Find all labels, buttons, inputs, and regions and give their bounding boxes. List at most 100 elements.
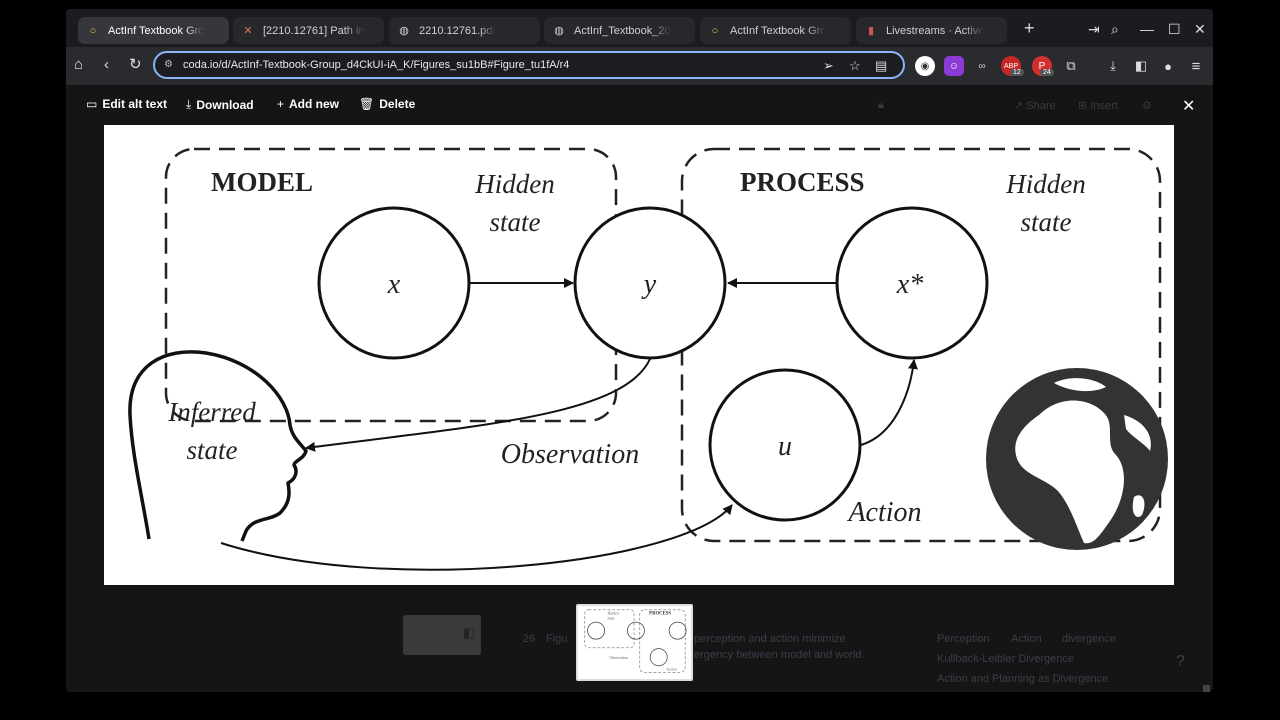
reload-icon[interactable]: ↻ [129,56,142,73]
tab-livestreams[interactable]: ▮ Livestreams · Active [856,17,1007,44]
thumb-hidden: Hidden [607,612,618,616]
thumb-node-x [587,621,606,640]
edit-alt-text-label: Edit alt text [102,97,168,111]
arrow-u-to-xstar [860,359,918,446]
delete-label: Delete [379,97,416,111]
thumb-model-boundary [584,609,635,649]
download-icon: ⤓ [186,97,192,111]
insert-ghost: ⊞ Insert [1078,99,1118,112]
download-icon[interactable]: ⤓ [1110,58,1116,73]
caption-line-2: ergency between model and world. [694,649,865,661]
browser-window: ○ ActInf Textbook Gro ✕ [2210.12761] Pat… [66,9,1213,692]
thumb-node-xstar [668,621,687,640]
insert-label: Insert [1090,100,1118,112]
process-label: PROCESS [740,167,865,197]
reading-mode-icon[interactable]: ▤ [875,58,888,73]
extension-badge: 12 [1010,69,1024,76]
plus-icon: + [277,97,285,111]
extension-mask-icon[interactable]: ∞ [978,60,986,72]
extensions-puzzle-icon[interactable]: ⧉ [1066,58,1076,73]
node-y [573,206,727,360]
home-icon[interactable]: ⌂ [74,56,84,73]
livestream-icon: ▮ [867,25,875,37]
hidden-state-right-line2: state [1021,207,1072,237]
image-viewer-toolbar: ▭ Edit alt text ⤓ Download + Add new 🗑︎ … [66,85,1213,125]
inferred-state-line2: state [187,435,238,465]
close-window-button[interactable]: ✕ [1194,21,1206,37]
thumb-state: state [607,616,614,620]
tab-strip: ○ ActInf Textbook Gro ✕ [2210.12761] Pat… [66,9,1213,47]
tab-arxiv-abstract[interactable]: ✕ [2210.12761] Path in [233,17,384,44]
hidden-state-right-line1: Hidden [1005,169,1085,199]
address-bar[interactable]: ⚙ coda.io/d/ActInf-Textbook-Group_d4CkUI… [153,51,905,79]
download-button[interactable]: ⤓ Download [186,97,254,112]
close-viewer-button[interactable]: ✕ [1182,98,1196,115]
attachment-icon: ◧ [462,625,475,640]
link-action-planning: Action and Planning as Divergence [937,673,1109,685]
menu-icon[interactable]: ≡ [1191,57,1201,75]
thumb-observation: Observation [609,656,628,660]
side-panel-icon[interactable]: ◧ [1134,58,1148,73]
globe-icon: ◍ [554,25,564,37]
caption-line-1: perception and action minimize [694,633,846,645]
trash-icon: 🗑︎ [359,97,375,111]
site-info-icon[interactable]: ⚙ [164,59,173,70]
tab-actinf-textbook-group[interactable]: ○ ActInf Textbook Gro [78,17,229,44]
node-xstar-label: x* [896,269,923,300]
extension-badge: 24 [1040,69,1054,76]
link-kl-divergence: Kullback-Leibler Divergence [937,653,1074,665]
action-label: Action [846,497,921,528]
tab-actinf-textbook-group-2[interactable]: ○ ActInf Textbook Gro [700,17,851,44]
extension-twitch-icon[interactable]: ☺ [944,56,964,76]
share-ghost: ↗ Share [1014,99,1056,112]
page-content: ▭ Edit alt text ⤓ Download + Add new 🗑︎ … [66,85,1213,692]
node-x-label: x [387,269,401,300]
send-icon[interactable]: ➢ [823,58,834,73]
url-text: coda.io/d/ActInf-Textbook-Group_d4CkUI-i… [183,59,570,71]
add-new-button[interactable]: + Add new [277,97,339,111]
figure-image: MODEL PROCESS Hidden state Hidden state … [104,125,1174,585]
tab-title: ActInf Textbook Gro [108,24,205,37]
thumb-process: PROCESS [649,612,671,617]
minimize-button[interactable]: — [1140,21,1154,37]
share-icon: ↗ [1014,100,1027,112]
tab-search-icon[interactable]: ⇥ [1088,21,1100,37]
maximize-button[interactable]: ☐ [1168,21,1181,37]
bookmark-star-icon[interactable]: ☆ [849,58,861,73]
navigation-bar: ⌂ ‹ ↻ ⚙ coda.io/d/ActInf-Textbook-Group_… [66,47,1213,85]
tab-title: Livestreams · Active [886,24,985,37]
observation-label: Observation [501,439,639,470]
edit-alt-text-button[interactable]: ▭ Edit alt text [86,97,167,111]
tab-title: [2210.12761] Path in [263,24,365,37]
tag-perception: Perception [937,633,990,645]
thumb-action: Action [666,667,676,671]
extension-1-icon[interactable]: ◉ [915,56,935,76]
caption-fragment: Figu [546,633,568,645]
node-y-label: y [641,269,657,300]
tab-actinf-textbook-pdf[interactable]: ◍ ActInf_Textbook_20 [544,17,695,44]
image-thumbnail[interactable]: Hidden state PROCESS Observation Action [576,604,693,681]
search-icon[interactable]: ⌕ [1111,21,1119,37]
add-new-label: Add new [289,97,340,111]
tab-arxiv-pdf[interactable]: ◍ 2210.12761.pdf [389,17,540,44]
arxiv-icon: ✕ [243,25,253,37]
process-boundary [680,147,1162,543]
arrow-y-to-head [305,358,651,452]
thumb-node-u [649,648,668,667]
coda-icon: ○ [711,24,719,37]
new-tab-button[interactable]: + [1024,18,1035,38]
delete-button[interactable]: 🗑︎ Delete [359,97,415,111]
model-label: MODEL [211,167,313,197]
globe-icon: ◍ [399,25,409,37]
model-process-diagram: MODEL PROCESS Hidden state Hidden state … [128,147,1168,571]
node-u [708,368,862,522]
arrow-head-to-u [220,504,733,571]
background-attachment-tile: ◧ [403,615,481,655]
insert-icon: ⊞ [1078,100,1091,112]
profile-icon[interactable]: ● [1164,58,1172,74]
earth-globe-icon [986,368,1168,550]
head-silhouette [128,350,308,542]
back-icon[interactable]: ‹ [104,56,109,73]
thumb-node-y [627,621,645,640]
scrollbar[interactable] [1203,685,1210,692]
